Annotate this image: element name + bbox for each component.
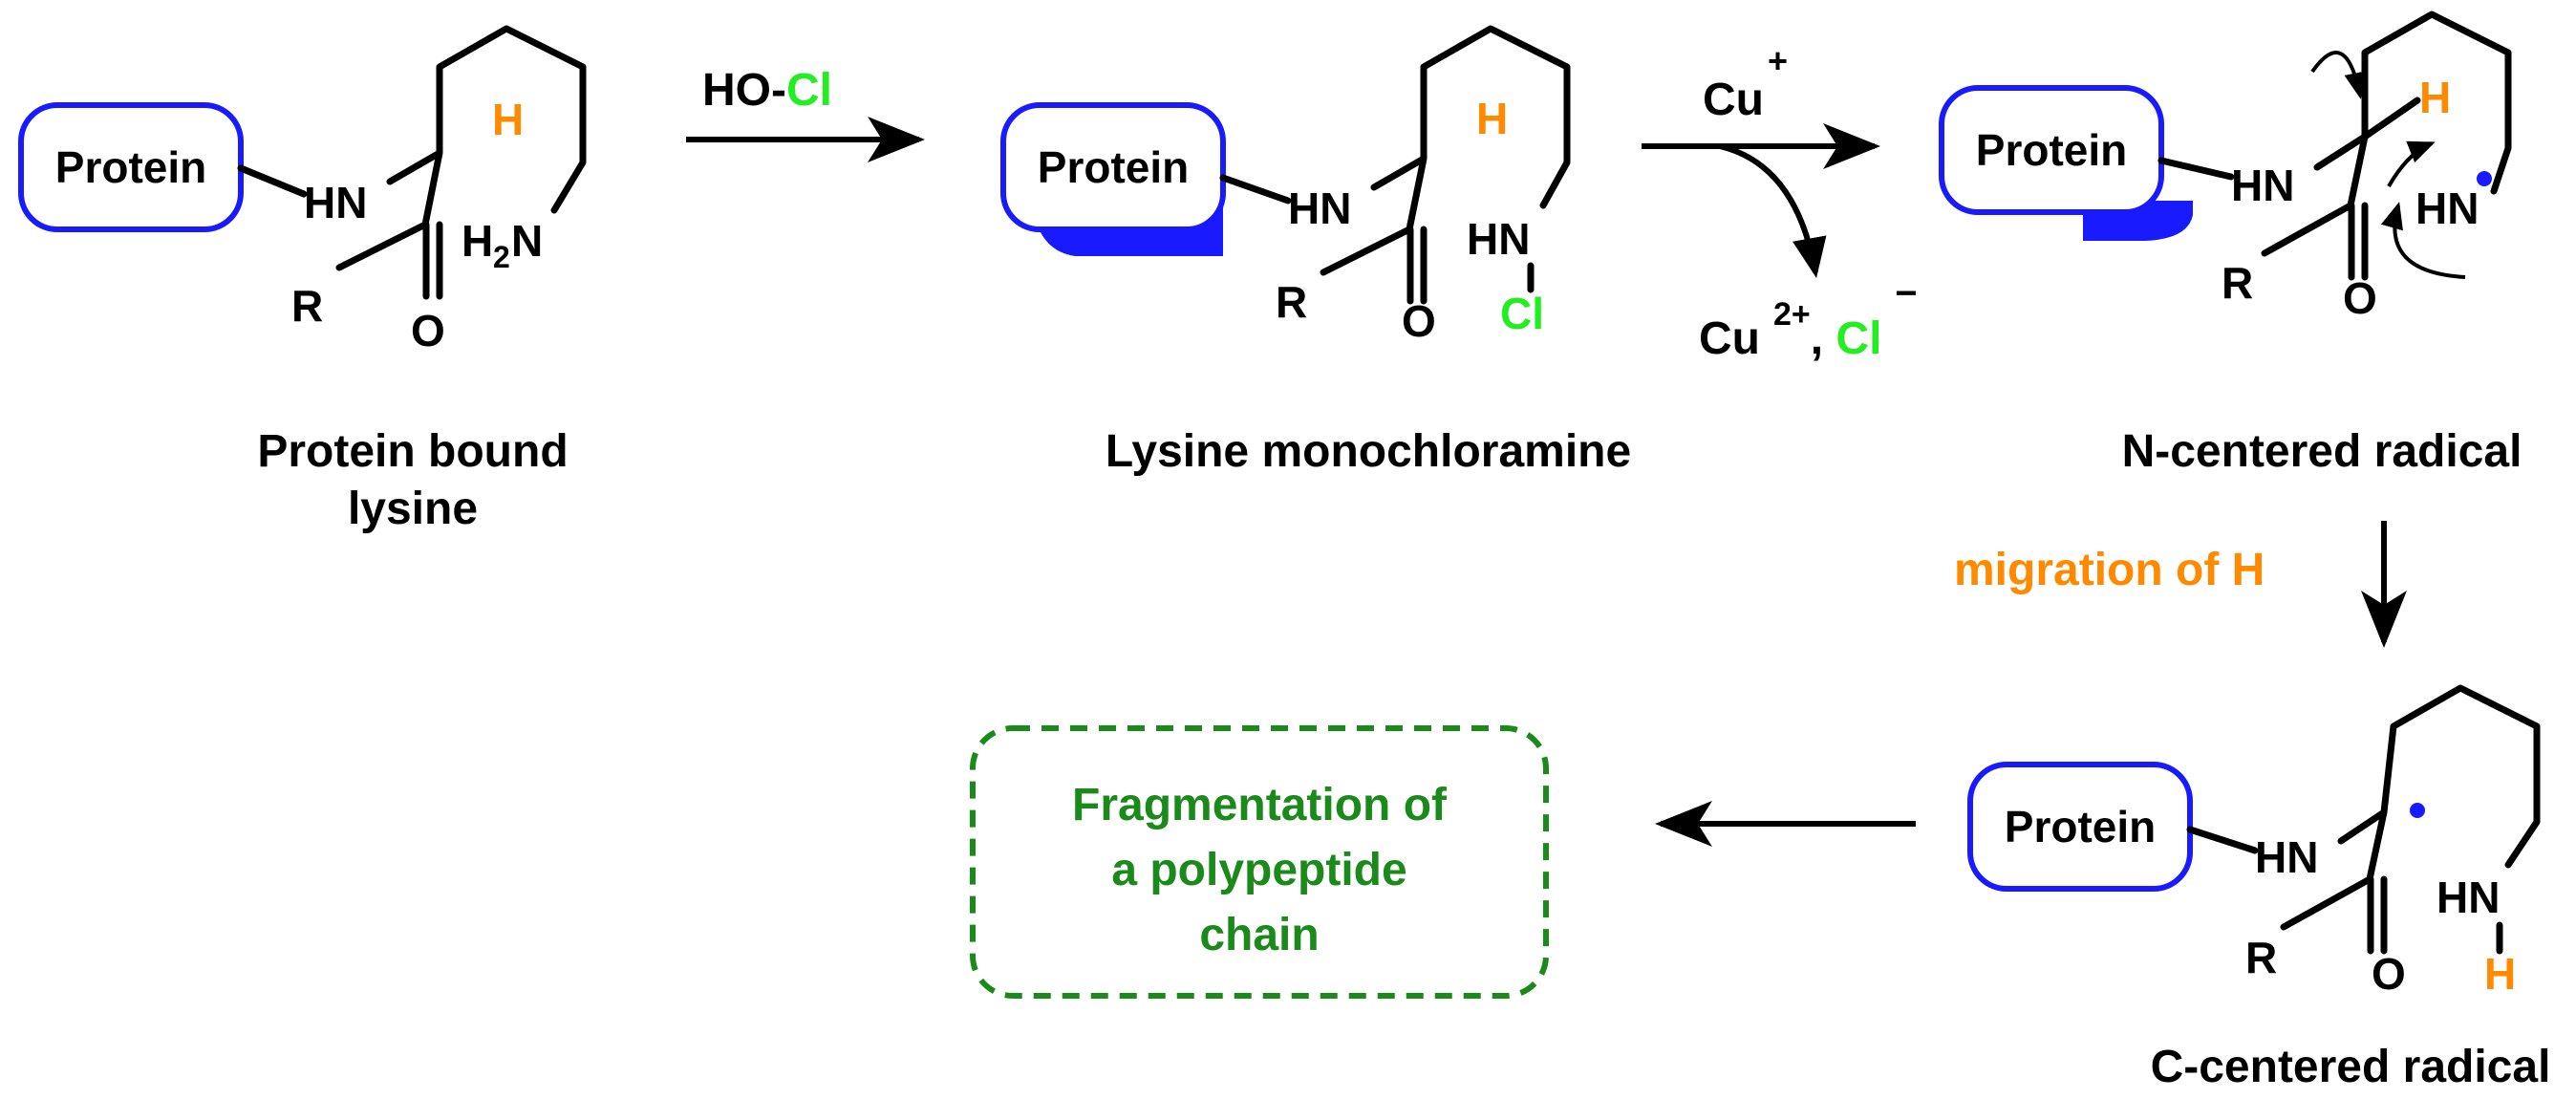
fragmentation-line-2: a polypeptide [1111,845,1406,895]
curved-arrow-ring [2387,140,2436,187]
amide-hn: HN [2231,161,2294,210]
amide-hn: HN [304,178,367,227]
carbonyl-o: O [1402,296,1436,346]
curved-arrow-radical [2380,202,2466,279]
bonds [237,25,587,300]
migrating-hydrogen: H [2419,73,2451,122]
amine-subscript: 2 [493,240,510,274]
carbonyl-o: O [2372,949,2406,999]
amide-hn: HN [1288,183,1351,233]
bonds [1219,25,1571,305]
protein-label: Protein [55,142,206,192]
cu2-reagent: Cu 2+, Cl− [1699,272,1918,364]
amide-hn: HN [2255,832,2318,882]
structure-lysine-monochloramine: Protein HN H HN Cl R O Lysine monochlora… [1000,25,1631,477]
protein-label: Protein [2005,802,2156,851]
cu2-base: Cu [1699,313,1760,364]
fragmentation-border [970,725,1549,999]
r-group: R [2245,933,2277,982]
protein-label: Protein [1038,142,1189,192]
structure-n-centered-radical: Protein HN H HN R O N-centered radical [1939,11,2522,477]
fragmentation-box: Fragmentation of a polypeptide chain [970,725,1549,999]
structure-c-centered-radical: Protein HN HN H R O C-centered radical [1967,684,2551,1092]
radical-dot [2477,171,2492,186]
cu-plus-sup: + [1768,41,1788,80]
amine-h: H [462,216,493,266]
migration-label: migration of H [1954,545,2265,595]
cu2-sup: 2+ [1773,296,1811,333]
structure-label: Lysine monochloramine [1106,426,1631,477]
alpha-hydrogen: H [1476,94,1508,143]
structure-label: C-centered radical [2151,1042,2551,1092]
amine-n: N [511,216,543,266]
protein-box [1000,102,1226,232]
structure-label: N-centered radical [2122,426,2522,477]
protein-box [1939,85,2164,215]
chloramine-cl: Cl [1500,289,1544,338]
radical-dot [2410,803,2425,818]
cl-minus-base: Cl [1835,313,1881,364]
hocl-reagent: HO-Cl [702,65,832,116]
chloramine-hn: HN [1467,214,1530,264]
fragmentation-line-3: chain [1199,910,1319,960]
cu-plus-base: Cu [1703,75,1764,125]
label-line-2: lysine [348,484,478,534]
transferred-hydrogen: H [2484,949,2516,999]
r-group: R [291,281,323,331]
structure-protein-bound-lysine: Protein HN H H 2 N R O Protein bound lys… [18,25,587,534]
cl-minus-sup: − [1895,272,1917,314]
radical-hn: HN [2415,183,2479,233]
r-group: R [2222,258,2253,308]
hocl-cl: Cl [786,65,832,116]
amine-hn: HN [2436,873,2500,922]
r-group: R [1276,277,1307,327]
side-arrow [1719,143,1827,278]
fragmentation-line-1: Fragmentation of [1072,780,1448,830]
bonds [2157,11,2512,281]
cu2-sep: , [1811,313,1836,364]
alpha-hydrogen: H [492,95,524,144]
curved-arrow-h-transfer [2310,51,2368,99]
bonds [2186,684,2541,955]
carbonyl-o: O [411,306,445,356]
protein-label: Protein [1976,125,2127,175]
reaction-arrow-chlorination: HO-Cl [686,65,925,162]
hocl-prefix: HO- [702,65,786,116]
reaction-arrow-migration: migration of H [1954,521,2407,648]
carbonyl-o: O [2343,273,2377,323]
label-line-1: Protein bound [257,426,568,477]
cu-plus-reagent: Cu+ [1703,41,1788,125]
